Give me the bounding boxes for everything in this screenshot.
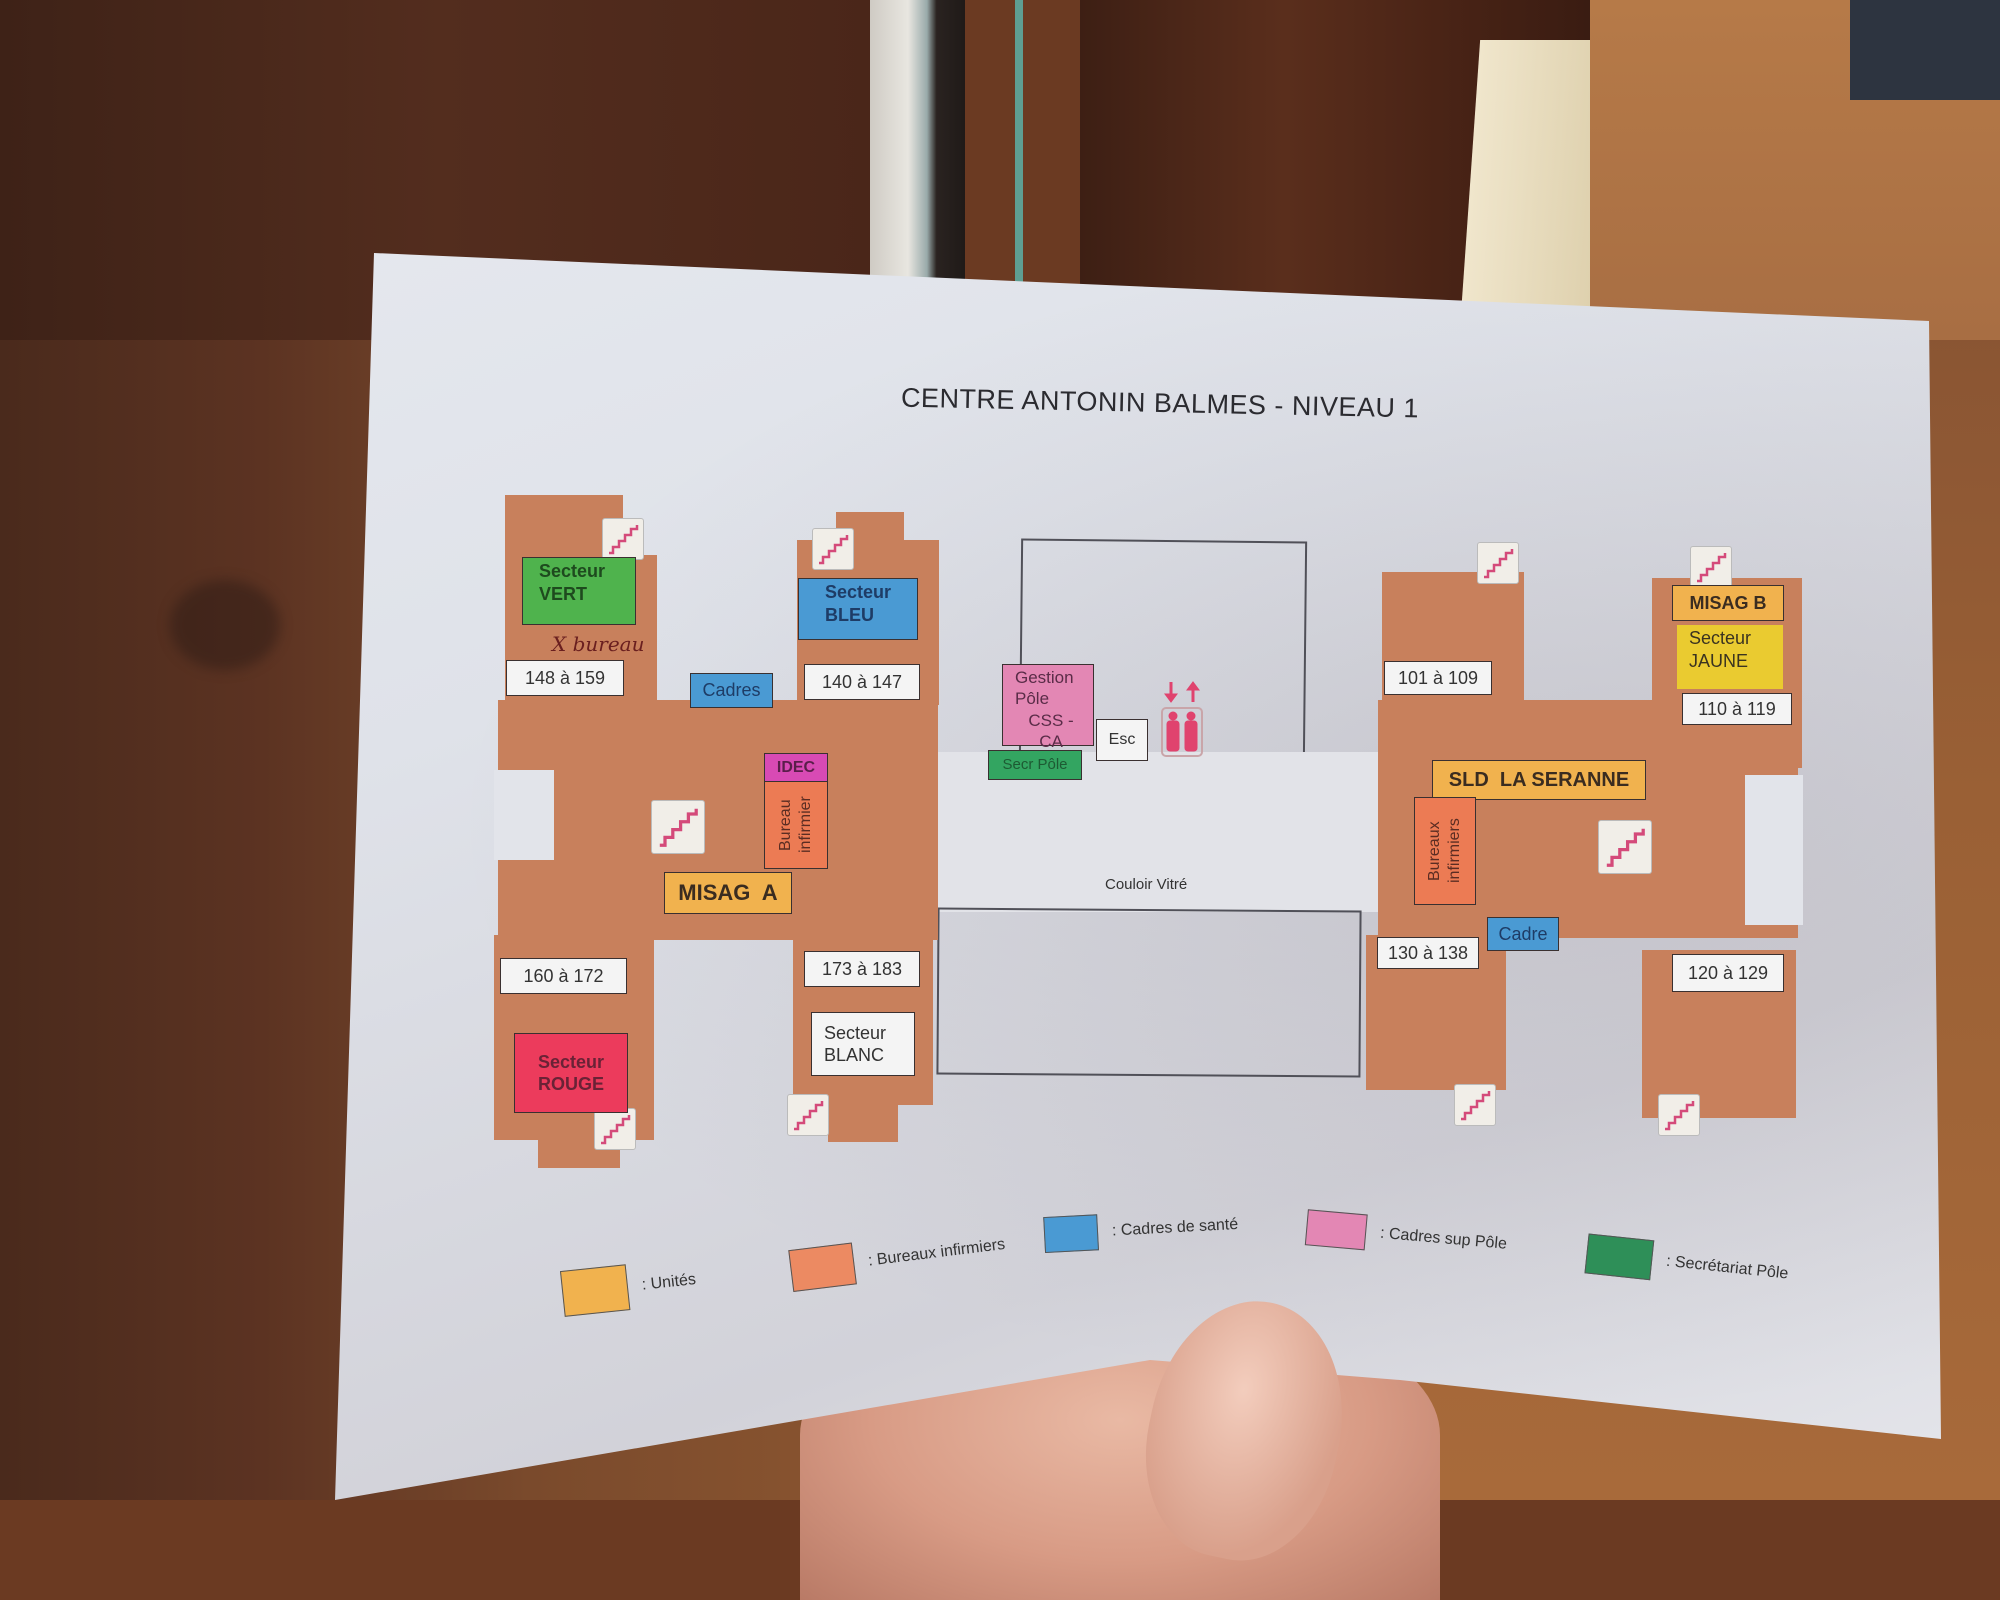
bureau-infirmier: Bureau infirmier bbox=[764, 781, 828, 869]
bureau-infirmier-label: Bureau infirmier bbox=[777, 796, 814, 854]
cadre-office: Cadre bbox=[1487, 917, 1559, 951]
sector-vert-line2: VERT bbox=[539, 583, 588, 604]
rooms-101-109: 101 à 109 bbox=[1384, 661, 1492, 695]
left-wing-se-block-bottom bbox=[828, 1100, 898, 1142]
legend-item-secretariat-pole: : Secrétariat Pôle bbox=[1584, 1233, 1790, 1295]
glass-corridor bbox=[893, 752, 1413, 912]
gestion-pole-line3: CSS - CA bbox=[1028, 710, 1074, 751]
sector-vert: Secteur VERT bbox=[522, 557, 636, 625]
stairs-icon bbox=[812, 528, 854, 570]
legend-item-cadres-sup-pole: : Cadres sup Pôle bbox=[1304, 1209, 1509, 1262]
legend-item-bureaux-infirmiers: : Bureaux infirmiers bbox=[788, 1224, 1007, 1292]
rooms-148-159: 148 à 159 bbox=[506, 660, 624, 696]
rooms-140-147: 140 à 147 bbox=[804, 664, 920, 700]
sector-rouge-line2: ROUGE bbox=[537, 1074, 604, 1094]
left-wing-notch bbox=[494, 770, 554, 860]
corridor-label: Couloir Vitré bbox=[1105, 876, 1188, 893]
legend-label-cadres-sante: : Cadres de santé bbox=[1111, 1215, 1239, 1240]
sector-bleu-line2: BLEU bbox=[825, 604, 874, 625]
legend-item-cadres-sante: : Cadres de santé bbox=[1043, 1207, 1239, 1254]
legend-label-cadres-sup-pole: : Cadres sup Pôle bbox=[1379, 1224, 1508, 1253]
glass-edge bbox=[1015, 0, 1023, 310]
floor-stain bbox=[170, 580, 280, 670]
stairs-icon bbox=[594, 1108, 636, 1150]
sector-rouge-line1: Secteur bbox=[537, 1051, 605, 1072]
rooms-130-138: 130 à 138 bbox=[1377, 937, 1479, 969]
legend-swatch-secretariat-pole bbox=[1584, 1233, 1655, 1281]
dark-object bbox=[1850, 0, 2000, 100]
rooms-120-129: 120 à 129 bbox=[1672, 954, 1784, 992]
sector-jaune: Secteur JAUNE bbox=[1677, 625, 1783, 689]
courtyard-outline bbox=[936, 907, 1362, 1078]
legend-swatch-cadres-sup-pole bbox=[1304, 1209, 1368, 1251]
unit-misag-b: MISAG B bbox=[1672, 585, 1784, 621]
gestion-pole-line1: Gestion bbox=[1015, 668, 1074, 687]
sector-jaune-line1: Secteur bbox=[1689, 628, 1752, 648]
stairs-icon bbox=[1477, 542, 1519, 584]
stairs-icon bbox=[1454, 1084, 1496, 1126]
legend-label-secretariat-pole: : Secrétariat Pôle bbox=[1665, 1252, 1790, 1283]
handwritten-note: X bureau bbox=[552, 632, 645, 656]
sector-vert-line1: Secteur bbox=[539, 561, 606, 581]
stairs-icon bbox=[1598, 820, 1652, 874]
right-wing-notch bbox=[1745, 775, 1803, 925]
unit-misag-a: MISAG A bbox=[664, 872, 792, 914]
rooms-160-172: 160 à 172 bbox=[500, 958, 627, 994]
esc-box: Esc bbox=[1096, 719, 1148, 761]
gestion-pole-line2: Pôle bbox=[1015, 689, 1050, 709]
rooms-173-183: 173 à 183 bbox=[804, 951, 920, 987]
legend-swatch-cadres-sante bbox=[1043, 1214, 1100, 1254]
stairs-icon bbox=[1690, 546, 1732, 588]
stairs-icon bbox=[1658, 1094, 1700, 1136]
door-frame bbox=[870, 0, 965, 300]
unit-sld-la-seranne: SLD LA SERANNE bbox=[1432, 760, 1646, 800]
legend-swatch-unites bbox=[559, 1264, 631, 1317]
secr-pole: Secr Pôle bbox=[988, 750, 1082, 780]
stairs-icon bbox=[787, 1094, 829, 1136]
floor-plan: CENTRE ANTONIN BALMES - NIVEAU 1 bbox=[494, 382, 1803, 1317]
legend-swatch-bureaux-infirmiers bbox=[788, 1242, 857, 1292]
legend-item-unites: : Unités bbox=[559, 1257, 698, 1317]
stairs-icon bbox=[602, 518, 644, 560]
legend-label-bureaux-infirmiers: : Bureaux infirmiers bbox=[867, 1235, 1006, 1270]
bureaux-infirmiers: Bureaux infirmiers bbox=[1414, 797, 1476, 905]
bureaux-infirmiers-label: Bureaux infirmiers bbox=[1426, 818, 1463, 884]
sector-bleu-line1: Secteur bbox=[825, 582, 892, 602]
idec-office: IDEC bbox=[764, 753, 828, 782]
rooms-110-119: 110 à 119 bbox=[1682, 693, 1792, 725]
sector-bleu: Secteur BLEU bbox=[798, 578, 918, 640]
plan-title: CENTRE ANTONIN BALMES - NIVEAU 1 bbox=[900, 382, 1420, 424]
sector-jaune-line2: JAUNE bbox=[1689, 650, 1749, 671]
legend-label-unites: : Unités bbox=[640, 1271, 697, 1294]
elevator-icon bbox=[1161, 681, 1203, 757]
stairs-icon bbox=[651, 800, 705, 854]
sector-blanc-line2: BLANC bbox=[824, 1045, 885, 1065]
cadres-office: Cadres bbox=[690, 673, 773, 708]
sector-rouge: Secteur ROUGE bbox=[514, 1033, 628, 1113]
sector-blanc-line1: Secteur bbox=[824, 1022, 887, 1043]
gestion-pole: Gestion Pôle CSS - CA bbox=[1002, 664, 1094, 751]
sector-blanc: Secteur BLANC bbox=[811, 1012, 915, 1076]
